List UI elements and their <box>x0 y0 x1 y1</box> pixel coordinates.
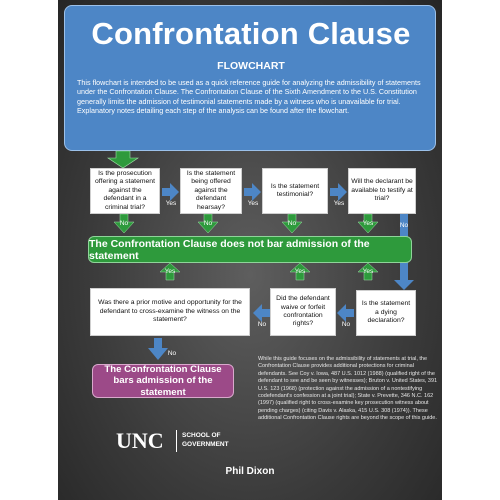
label-yes-q2: Yes <box>247 200 259 207</box>
label-yes-q5: Yes <box>362 268 374 275</box>
no-arrow-q2 <box>197 213 219 234</box>
logo-unc-text: UNC <box>116 428 164 453</box>
question-box-declarant-available: Will the declarant be available to testi… <box>348 168 416 214</box>
question-box-hearsay: Is the statement being offered against t… <box>180 168 242 214</box>
label-yes-q7: Yes <box>164 268 176 275</box>
question-box-waive-forfeit: Did the defendant waive or forfeit confr… <box>270 288 336 336</box>
label-no-q6: No <box>257 321 267 328</box>
page-title: Confrontation Clause <box>91 16 411 51</box>
yes-arrow-q4 <box>357 213 379 234</box>
logo-divider <box>176 430 177 452</box>
intro-text: This flowchart is intended to be used as… <box>77 78 421 116</box>
label-no-q2: No <box>203 220 213 227</box>
no-arrow-q6-q7 <box>253 304 270 322</box>
question-box-testimonial: Is the statement testimonial? <box>262 168 328 214</box>
footnote-text: While this guide focuses on the admissib… <box>258 356 438 422</box>
label-yes-q1: Yes <box>165 200 177 207</box>
yes-arrow-q1-q2 <box>162 183 179 201</box>
logo-school-line2: GOVERNMENT <box>182 441 229 448</box>
unc-logo: UNC SCHOOL OF GOVERNMENT <box>98 428 238 454</box>
label-yes-q6: Yes <box>294 268 306 275</box>
label-yes-q4: Yes <box>362 220 374 227</box>
yes-arrow-q2-q3 <box>244 183 261 201</box>
yes-arrow-q3-q4 <box>330 183 347 201</box>
yes-arrow-q7 <box>159 262 181 281</box>
question-box-prosecution: Is the prosecution offering a statement … <box>90 168 160 214</box>
flowchart-poster: Confrontation Clause FLOWCHART This flow… <box>58 0 442 500</box>
label-no-q4: No <box>399 222 409 229</box>
page-subtitle: FLOWCHART <box>217 60 285 72</box>
header-panel: Confrontation Clause FLOWCHART This flow… <box>64 5 436 151</box>
question-box-dying-declaration: Is the statement a dying declaration? <box>356 290 416 336</box>
start-arrow <box>107 150 139 169</box>
author-name: Phil Dixon <box>225 466 275 477</box>
label-no-q7: No <box>167 350 177 357</box>
label-yes-q3: Yes <box>333 200 345 207</box>
outcome-bars: The Confrontation Clause bars admission … <box>92 364 234 398</box>
label-no-q1: No <box>119 220 129 227</box>
no-arrow-q3 <box>281 213 303 234</box>
logo-school-line1: SCHOOL OF <box>182 432 221 439</box>
label-no-q5: No <box>341 321 351 328</box>
question-box-prior-opportunity: Was there a prior motive and opportunity… <box>90 288 250 336</box>
yes-arrow-q5 <box>357 262 379 281</box>
label-no-q3: No <box>287 220 297 227</box>
outcome-not-bar: The Confrontation Clause does not bar ad… <box>88 236 412 263</box>
logo-school-text: SCHOOL OF GOVERNMENT <box>182 431 229 449</box>
yes-arrow-q6 <box>289 262 311 281</box>
no-arrow-q1 <box>113 213 135 234</box>
no-arrow-q5-q6 <box>337 304 354 322</box>
no-arrow-q7 <box>148 338 168 360</box>
